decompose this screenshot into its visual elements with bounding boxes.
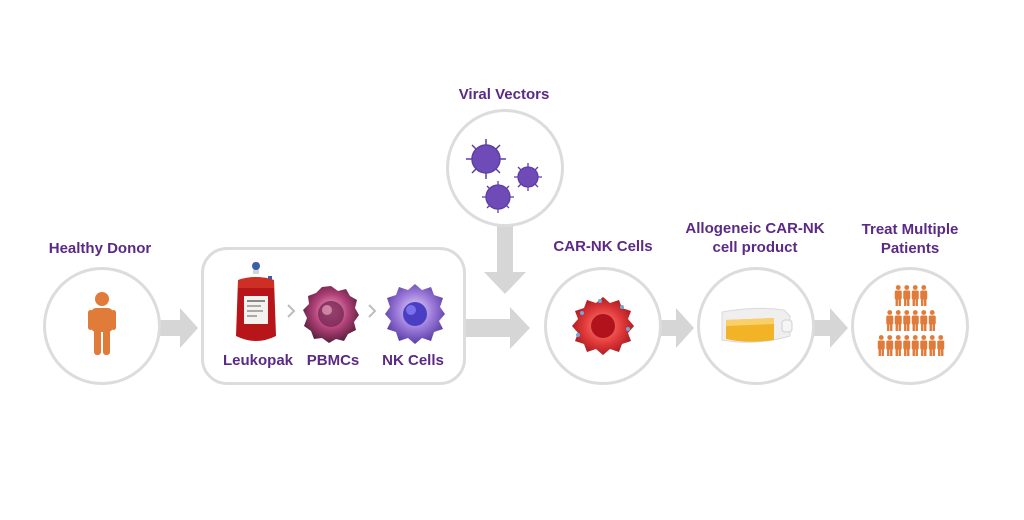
- person-icon: [88, 292, 116, 355]
- virus-icon-small: [514, 163, 542, 191]
- patient-person-icon: [920, 335, 928, 356]
- viral-vectors-label: Viral Vectors: [458, 86, 550, 103]
- virus-icon: [466, 139, 542, 213]
- patient-person-icon: [928, 310, 936, 331]
- car-nk-cells-label: CAR-NK Cells: [553, 238, 653, 255]
- patient-person-icon: [886, 335, 894, 356]
- arrow-carnk-to-product: [658, 308, 694, 348]
- arrow-processing-to-carnk: [464, 307, 530, 349]
- arrow-donor-to-processing: [160, 308, 198, 348]
- virus-icon-large: [466, 139, 506, 179]
- pbmcs-label: PBMCs: [306, 352, 360, 369]
- patient-person-icon: [903, 285, 911, 306]
- patient-person-icon: [911, 310, 919, 331]
- nk-cells-label: NK Cells: [382, 352, 444, 369]
- nk-cell-image: [385, 284, 445, 344]
- treat-patients-circle: [851, 267, 969, 385]
- patient-person-icon: [903, 310, 911, 331]
- patient-person-icon: [903, 335, 911, 356]
- product-bag-image: [721, 307, 793, 343]
- patient-person-icon: [928, 335, 936, 356]
- healthy-donor-circle: [43, 267, 161, 385]
- viral-vectors-circle: [446, 109, 564, 227]
- treat-patients-label: Treat Multiple Patients: [861, 221, 959, 257]
- patient-person-icon: [920, 310, 928, 331]
- patient-person-icon: [877, 335, 885, 356]
- pbmc-cell-image: [303, 286, 359, 343]
- patient-person-icon: [894, 285, 902, 306]
- leukopak-label: Leukopak: [222, 352, 294, 369]
- patient-person-icon: [911, 335, 919, 356]
- healthy-donor-label: Healthy Donor: [48, 240, 152, 257]
- arrow-product-to-patients: [812, 308, 848, 348]
- patient-person-icon: [911, 285, 919, 306]
- arrow-vectors-to-carnk: [484, 224, 526, 294]
- chevron-right-icon: [287, 304, 296, 318]
- patient-person-icon: [894, 335, 902, 356]
- chevron-right-icon: [368, 304, 377, 318]
- patient-person-icon: [894, 310, 902, 331]
- leukopak-bag-image: [236, 262, 276, 341]
- car-nk-cell-image: [572, 297, 634, 355]
- patient-person-icon: [886, 310, 894, 331]
- virus-icon-medium: [482, 181, 514, 213]
- allogeneic-product-label: Allogeneic CAR-NK cell product: [685, 220, 825, 256]
- people-group-icon: [877, 285, 945, 356]
- patient-person-icon: [920, 285, 928, 306]
- patient-person-icon: [937, 335, 945, 356]
